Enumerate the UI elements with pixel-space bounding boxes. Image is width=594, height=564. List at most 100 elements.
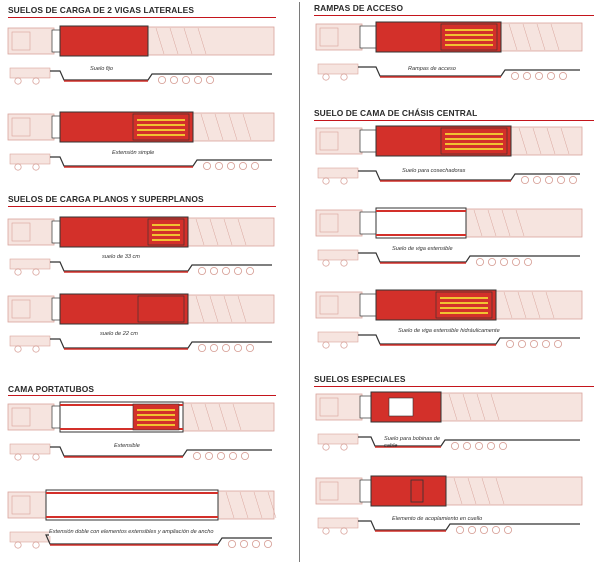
tractor-side-ghost bbox=[9, 67, 51, 79]
wheel bbox=[556, 175, 566, 185]
beam-stripe bbox=[445, 29, 493, 31]
wheel bbox=[226, 161, 236, 171]
trailer-line-art bbox=[315, 125, 583, 185]
diagram-caption: suelo de 33 cm bbox=[102, 254, 140, 261]
section-rule bbox=[314, 386, 594, 387]
tractor-side-ghost bbox=[9, 335, 51, 347]
wheel bbox=[522, 71, 532, 81]
diagram-caption: Extensión doble con elementos extensible… bbox=[49, 529, 214, 536]
wheel bbox=[233, 266, 243, 276]
beam-stripe bbox=[445, 143, 503, 145]
beam-stripe bbox=[137, 424, 175, 426]
beam-stripe bbox=[440, 302, 488, 304]
diagram-caption: Suelo para bobinas de cable bbox=[384, 436, 440, 449]
wheel bbox=[450, 441, 460, 451]
wheel bbox=[227, 539, 237, 549]
wheel bbox=[221, 343, 231, 353]
section-title: CAMA PORTATUBOS bbox=[8, 384, 95, 394]
wheel bbox=[263, 539, 273, 549]
wheel bbox=[546, 71, 556, 81]
loading-floor bbox=[45, 489, 219, 521]
wheel bbox=[510, 71, 520, 81]
chassis-side bbox=[358, 520, 580, 531]
wheel bbox=[499, 257, 509, 267]
wheel bbox=[233, 343, 243, 353]
rear-bogie-ghost bbox=[217, 490, 275, 520]
beam-stripe bbox=[445, 138, 503, 140]
wheel bbox=[505, 339, 515, 349]
diagram-caption: Suelo de viga extensible bbox=[392, 246, 453, 253]
tractor-ghost bbox=[315, 23, 363, 51]
wheel bbox=[491, 525, 501, 535]
section-title: SUELOS ESPECIALES bbox=[314, 374, 406, 384]
chassis-side bbox=[50, 261, 272, 272]
wheel bbox=[193, 75, 203, 85]
tractor-ghost bbox=[315, 393, 363, 421]
tractor-ghost bbox=[315, 477, 363, 505]
tractor-side-ghost bbox=[317, 517, 359, 529]
trailer-line-art bbox=[7, 25, 275, 85]
section-rule bbox=[8, 395, 276, 396]
diagram-caption: Elemento de acoplamiento en cuello bbox=[392, 516, 483, 523]
wheel bbox=[541, 339, 551, 349]
wheel bbox=[238, 161, 248, 171]
wheel bbox=[205, 75, 215, 85]
wheel bbox=[245, 343, 255, 353]
trailer-diagram-hydraulic-beam bbox=[315, 286, 586, 366]
wheel bbox=[169, 75, 179, 85]
rear-bogie-ghost bbox=[147, 26, 275, 56]
trailer-diagram-neck-coupling bbox=[315, 472, 586, 552]
trailer-line-art bbox=[315, 475, 583, 535]
wheel bbox=[181, 75, 191, 85]
tractor-side-ghost bbox=[317, 331, 359, 343]
tractor-side-ghost bbox=[9, 443, 51, 455]
beam-stripe bbox=[137, 419, 175, 421]
wheel bbox=[209, 266, 219, 276]
section-rule bbox=[8, 17, 276, 18]
trailer-line-art bbox=[315, 391, 583, 451]
rear-bogie-ghost bbox=[465, 208, 583, 238]
wheel bbox=[228, 451, 238, 461]
section-rule bbox=[314, 120, 594, 121]
section-rule bbox=[314, 15, 594, 16]
beam-stripe bbox=[440, 307, 488, 309]
beam-stripe bbox=[137, 409, 175, 411]
beam-stripe bbox=[152, 234, 180, 236]
wheel bbox=[197, 343, 207, 353]
wheel bbox=[204, 451, 214, 461]
beam-stripe bbox=[445, 39, 493, 41]
beam-stripe bbox=[137, 414, 175, 416]
diagram-caption: Extensión simple bbox=[112, 150, 155, 157]
cable-reel-well bbox=[388, 397, 414, 417]
trailer-diagram-33cm-floor bbox=[7, 213, 278, 293]
wheel bbox=[558, 71, 568, 81]
section-rule bbox=[8, 206, 276, 207]
wheel bbox=[474, 441, 484, 451]
rear-bogie-ghost bbox=[510, 126, 583, 156]
trailer-line-art bbox=[7, 216, 275, 276]
wheel bbox=[517, 339, 527, 349]
beam-stripe bbox=[445, 34, 493, 36]
beam-stripe bbox=[445, 148, 503, 150]
beam-stripe bbox=[445, 44, 493, 46]
tractor-side-ghost bbox=[9, 531, 51, 543]
tractor-ghost bbox=[7, 218, 55, 246]
tractor-ghost bbox=[315, 127, 363, 155]
wheel bbox=[523, 257, 533, 267]
wheel bbox=[209, 343, 219, 353]
wheel bbox=[534, 71, 544, 81]
beam-stripe bbox=[137, 134, 185, 136]
trailer-line-art bbox=[315, 207, 583, 267]
wheel bbox=[475, 257, 485, 267]
tractor-side-ghost bbox=[317, 63, 359, 75]
chassis-side bbox=[358, 170, 580, 181]
column-divider bbox=[299, 2, 300, 562]
wheel bbox=[467, 525, 477, 535]
wheel bbox=[245, 266, 255, 276]
trailer-diagram-double-extension bbox=[7, 486, 278, 561]
trailer-line-art bbox=[315, 21, 583, 81]
beam-stripe bbox=[440, 297, 488, 299]
trailer-line-art bbox=[315, 289, 583, 349]
wheel bbox=[486, 441, 496, 451]
neck-coupling bbox=[410, 479, 424, 503]
